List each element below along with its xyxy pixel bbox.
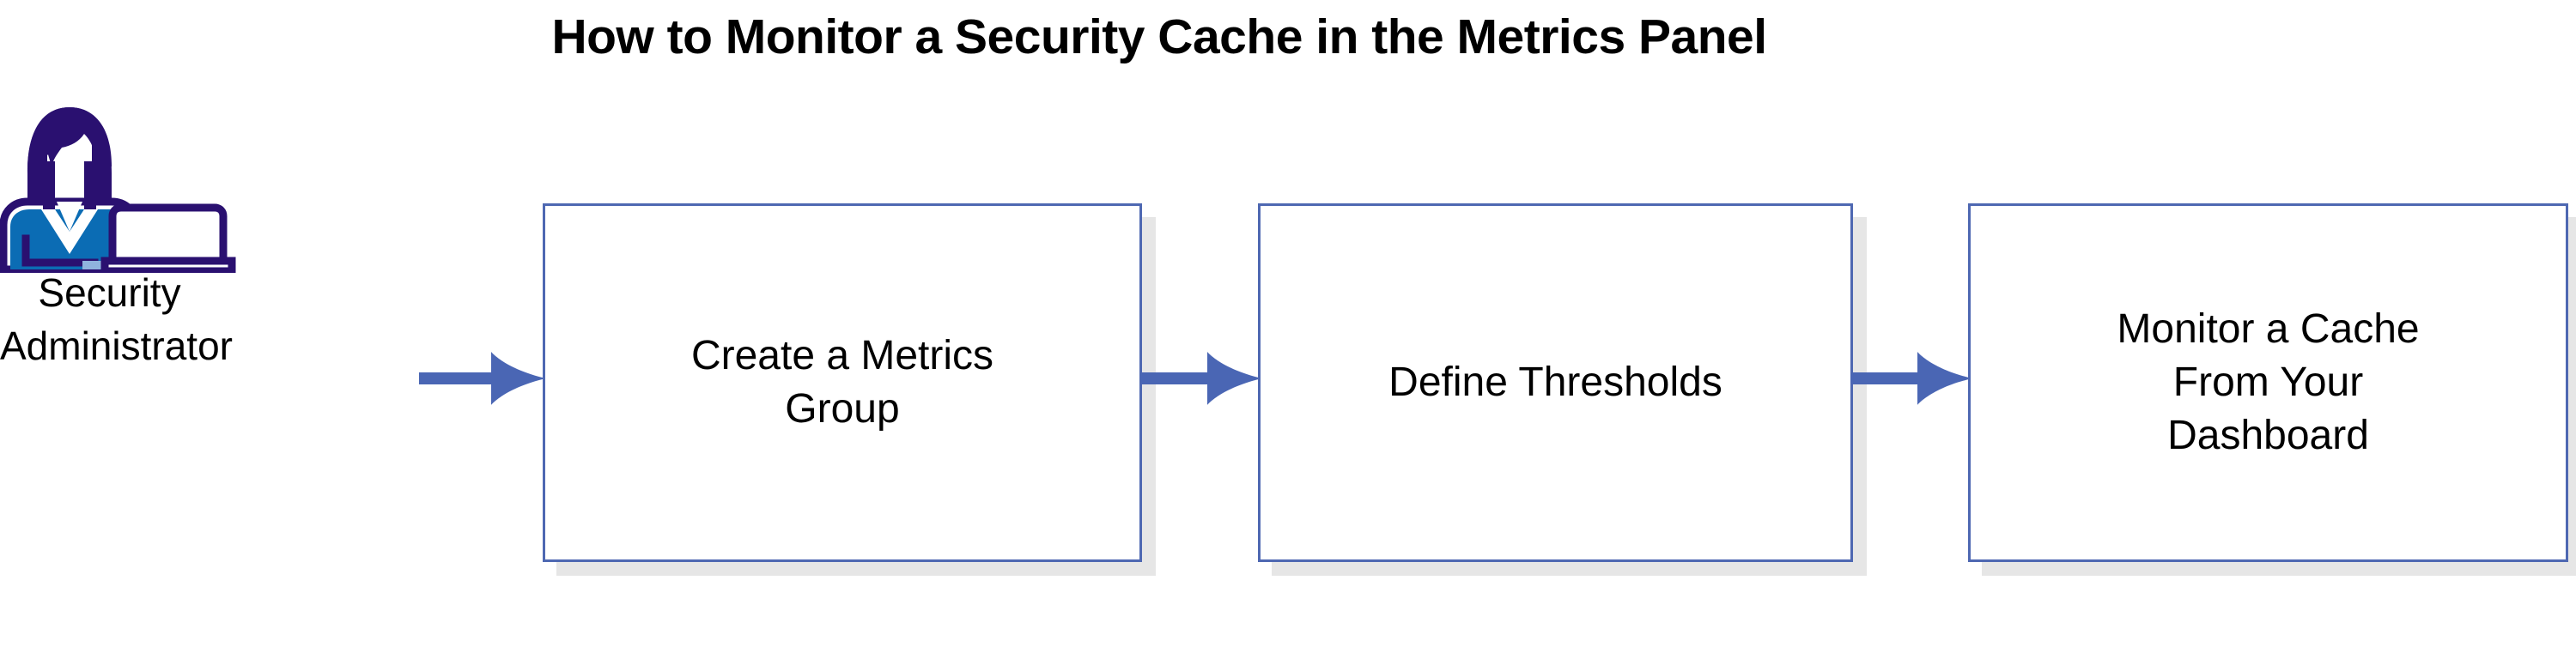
right-arrow-icon-2 [1140,348,1262,408]
process-step-1[interactable]: Create a Metrics Group [543,203,1142,562]
right-arrow-icon [1850,352,1972,405]
right-arrow-icon [1140,352,1262,405]
actor-label: Security Administrator [0,266,233,372]
person-at-computer-icon [0,107,236,275]
process-step-2[interactable]: Define Thresholds [1258,203,1853,562]
right-arrow-icon-1 [419,348,546,408]
process-step-3-label: Monitor a Cache From Your Dashboard [2117,306,2420,458]
page-title: How to Monitor a Security Cache in the M… [551,9,1767,64]
process-step-3[interactable]: Monitor a Cache From Your Dashboard [1968,203,2568,562]
actor-security-administrator: Security Administrator [0,101,429,650]
right-arrow-icon-3 [1850,348,1972,408]
process-step-1-label: Create a Metrics Group [690,333,994,432]
actor-label-line-2: Administrator [0,323,233,368]
actor-label-line-1: Security [38,270,181,315]
process-step-2-label: Define Thresholds [1388,360,1722,405]
security-administrator-avatar [0,101,249,275]
right-arrow-icon [419,352,546,405]
